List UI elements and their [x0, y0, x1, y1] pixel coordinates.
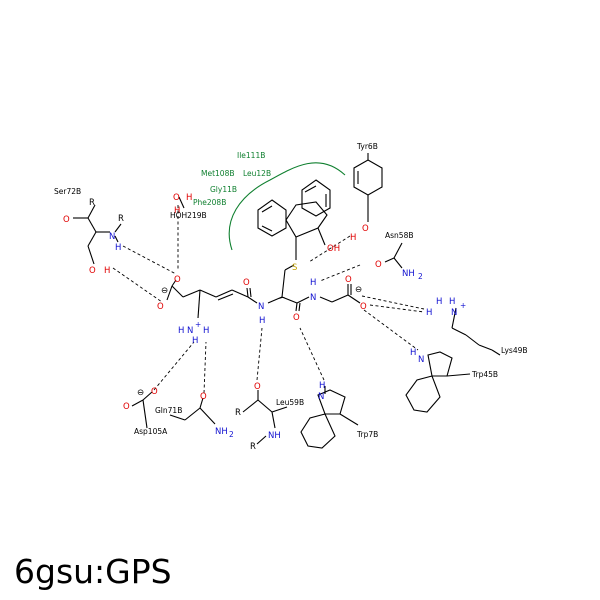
atom-R-leu-2: R — [250, 442, 256, 452]
atom-N-amine: N — [187, 326, 193, 336]
residue-label-lys49: Lys49B — [501, 346, 528, 355]
atom-NH-gln: NH — [215, 427, 228, 437]
atom-O-gln: O — [200, 392, 207, 402]
residue-labels: Ser72B HOH219B Asp105A Gln71B Leu59B Trp… — [54, 142, 528, 439]
atom-O-asp-1: O — [151, 387, 158, 397]
hydrophobic-label-phe208: Phe208B — [193, 198, 226, 207]
atom-H-trp45: H — [410, 348, 416, 358]
atom-H-trp7: H — [319, 381, 325, 391]
atom-S: S — [292, 263, 297, 273]
atom-O-lig-1: O — [174, 275, 181, 285]
atom-H-amide-1: H — [259, 316, 265, 326]
atom-O-asp-2: O — [123, 402, 130, 412]
atom-H-water-2: H — [174, 206, 180, 216]
atom-N-lys: N — [451, 308, 457, 318]
atom-O-ser: O — [63, 215, 70, 225]
atom-NH-leu: NH — [268, 431, 281, 441]
hydrophobic-label-gly11: Gly11B — [210, 185, 237, 194]
atom-O-water: O — [173, 193, 180, 203]
charge-minus-ligand: ⊖ — [161, 286, 168, 296]
residue-label-gln71: Gln71B — [155, 406, 182, 415]
charge-plus-lys: + — [460, 301, 466, 310]
atom-H-ser-OH: H — [104, 266, 110, 276]
residue-label-hoh219: HOH219B — [170, 211, 207, 220]
atom-R-ser-1: R — [89, 198, 95, 208]
atom-O-amide-2: O — [293, 313, 300, 323]
atom-O-amide-1: O — [243, 278, 250, 288]
atom-R-leu-1: R — [235, 408, 241, 418]
atom-N-trp7: N — [318, 392, 324, 402]
atom-labels: O R N R H O H O H H ⊖ O O H N + H H O N … — [63, 193, 466, 452]
residue-label-tyr6: Tyr6B — [356, 142, 378, 151]
atom-H-ser-N: H — [115, 243, 121, 253]
charge-minus-asp: ⊖ — [137, 388, 144, 398]
charge-minus-cterm: ⊖ — [355, 285, 362, 295]
atom-H-amine-2: H — [203, 326, 209, 336]
atom-H-water-1: H — [186, 193, 192, 203]
hydrophobic-label-leu12: Leu12B — [243, 169, 271, 178]
atom-R-ser-2: R — [118, 214, 124, 224]
atom-H-lys-1: H — [436, 297, 442, 307]
atom-H-lys-3: H — [426, 308, 432, 318]
atom-O-asn: O — [375, 260, 382, 270]
atom-N-amide-1: N — [258, 302, 264, 312]
atom-NH-asn-sub: 2 — [418, 272, 423, 281]
residue-bonds — [73, 153, 501, 449]
atom-H-amine-3: H — [192, 336, 198, 346]
atom-N-trp45: N — [418, 355, 424, 365]
residue-label-trp7: Trp7B — [356, 430, 378, 439]
hydrophobic-label-ile111: Ile111B — [237, 151, 265, 160]
atom-O-ser-OH: O — [89, 266, 96, 276]
residue-label-asn58: Asn58B — [385, 231, 413, 240]
residue-label-trp45: Trp45B — [471, 370, 498, 379]
atom-O-tyr: O — [362, 224, 369, 234]
atom-OH-ring: OH — [327, 244, 340, 254]
atom-H-tyr: H — [350, 233, 356, 243]
atom-O-cterm-2: O — [360, 302, 367, 312]
atom-H-amine-1: H — [178, 326, 184, 336]
atom-H-lys-2: H — [449, 297, 455, 307]
atom-O-cterm-1: O — [345, 275, 352, 285]
atom-O-lig-2: O — [157, 302, 164, 312]
atom-NH-gln-sub: 2 — [229, 430, 234, 439]
residue-label-ser72: Ser72B — [54, 187, 81, 196]
residue-label-leu59: Leu59B — [276, 398, 304, 407]
diagram-caption: 6gsu:GPS — [14, 552, 172, 591]
residue-label-asp105: Asp105A — [134, 427, 168, 436]
atom-NH-asn: NH — [402, 269, 415, 279]
atom-N-ser: N — [109, 232, 115, 242]
atom-O-leu: O — [254, 382, 261, 392]
hydrogen-bonds — [112, 205, 425, 394]
ligand-bonds — [166, 179, 361, 319]
hydrophobic-arc — [228, 162, 346, 251]
atom-H-amide-2: H — [310, 278, 316, 288]
charge-plus-amine: + — [195, 320, 201, 329]
atom-N-amide-2: N — [310, 293, 316, 303]
hydrophobic-label-met108: Met108B — [201, 169, 235, 178]
